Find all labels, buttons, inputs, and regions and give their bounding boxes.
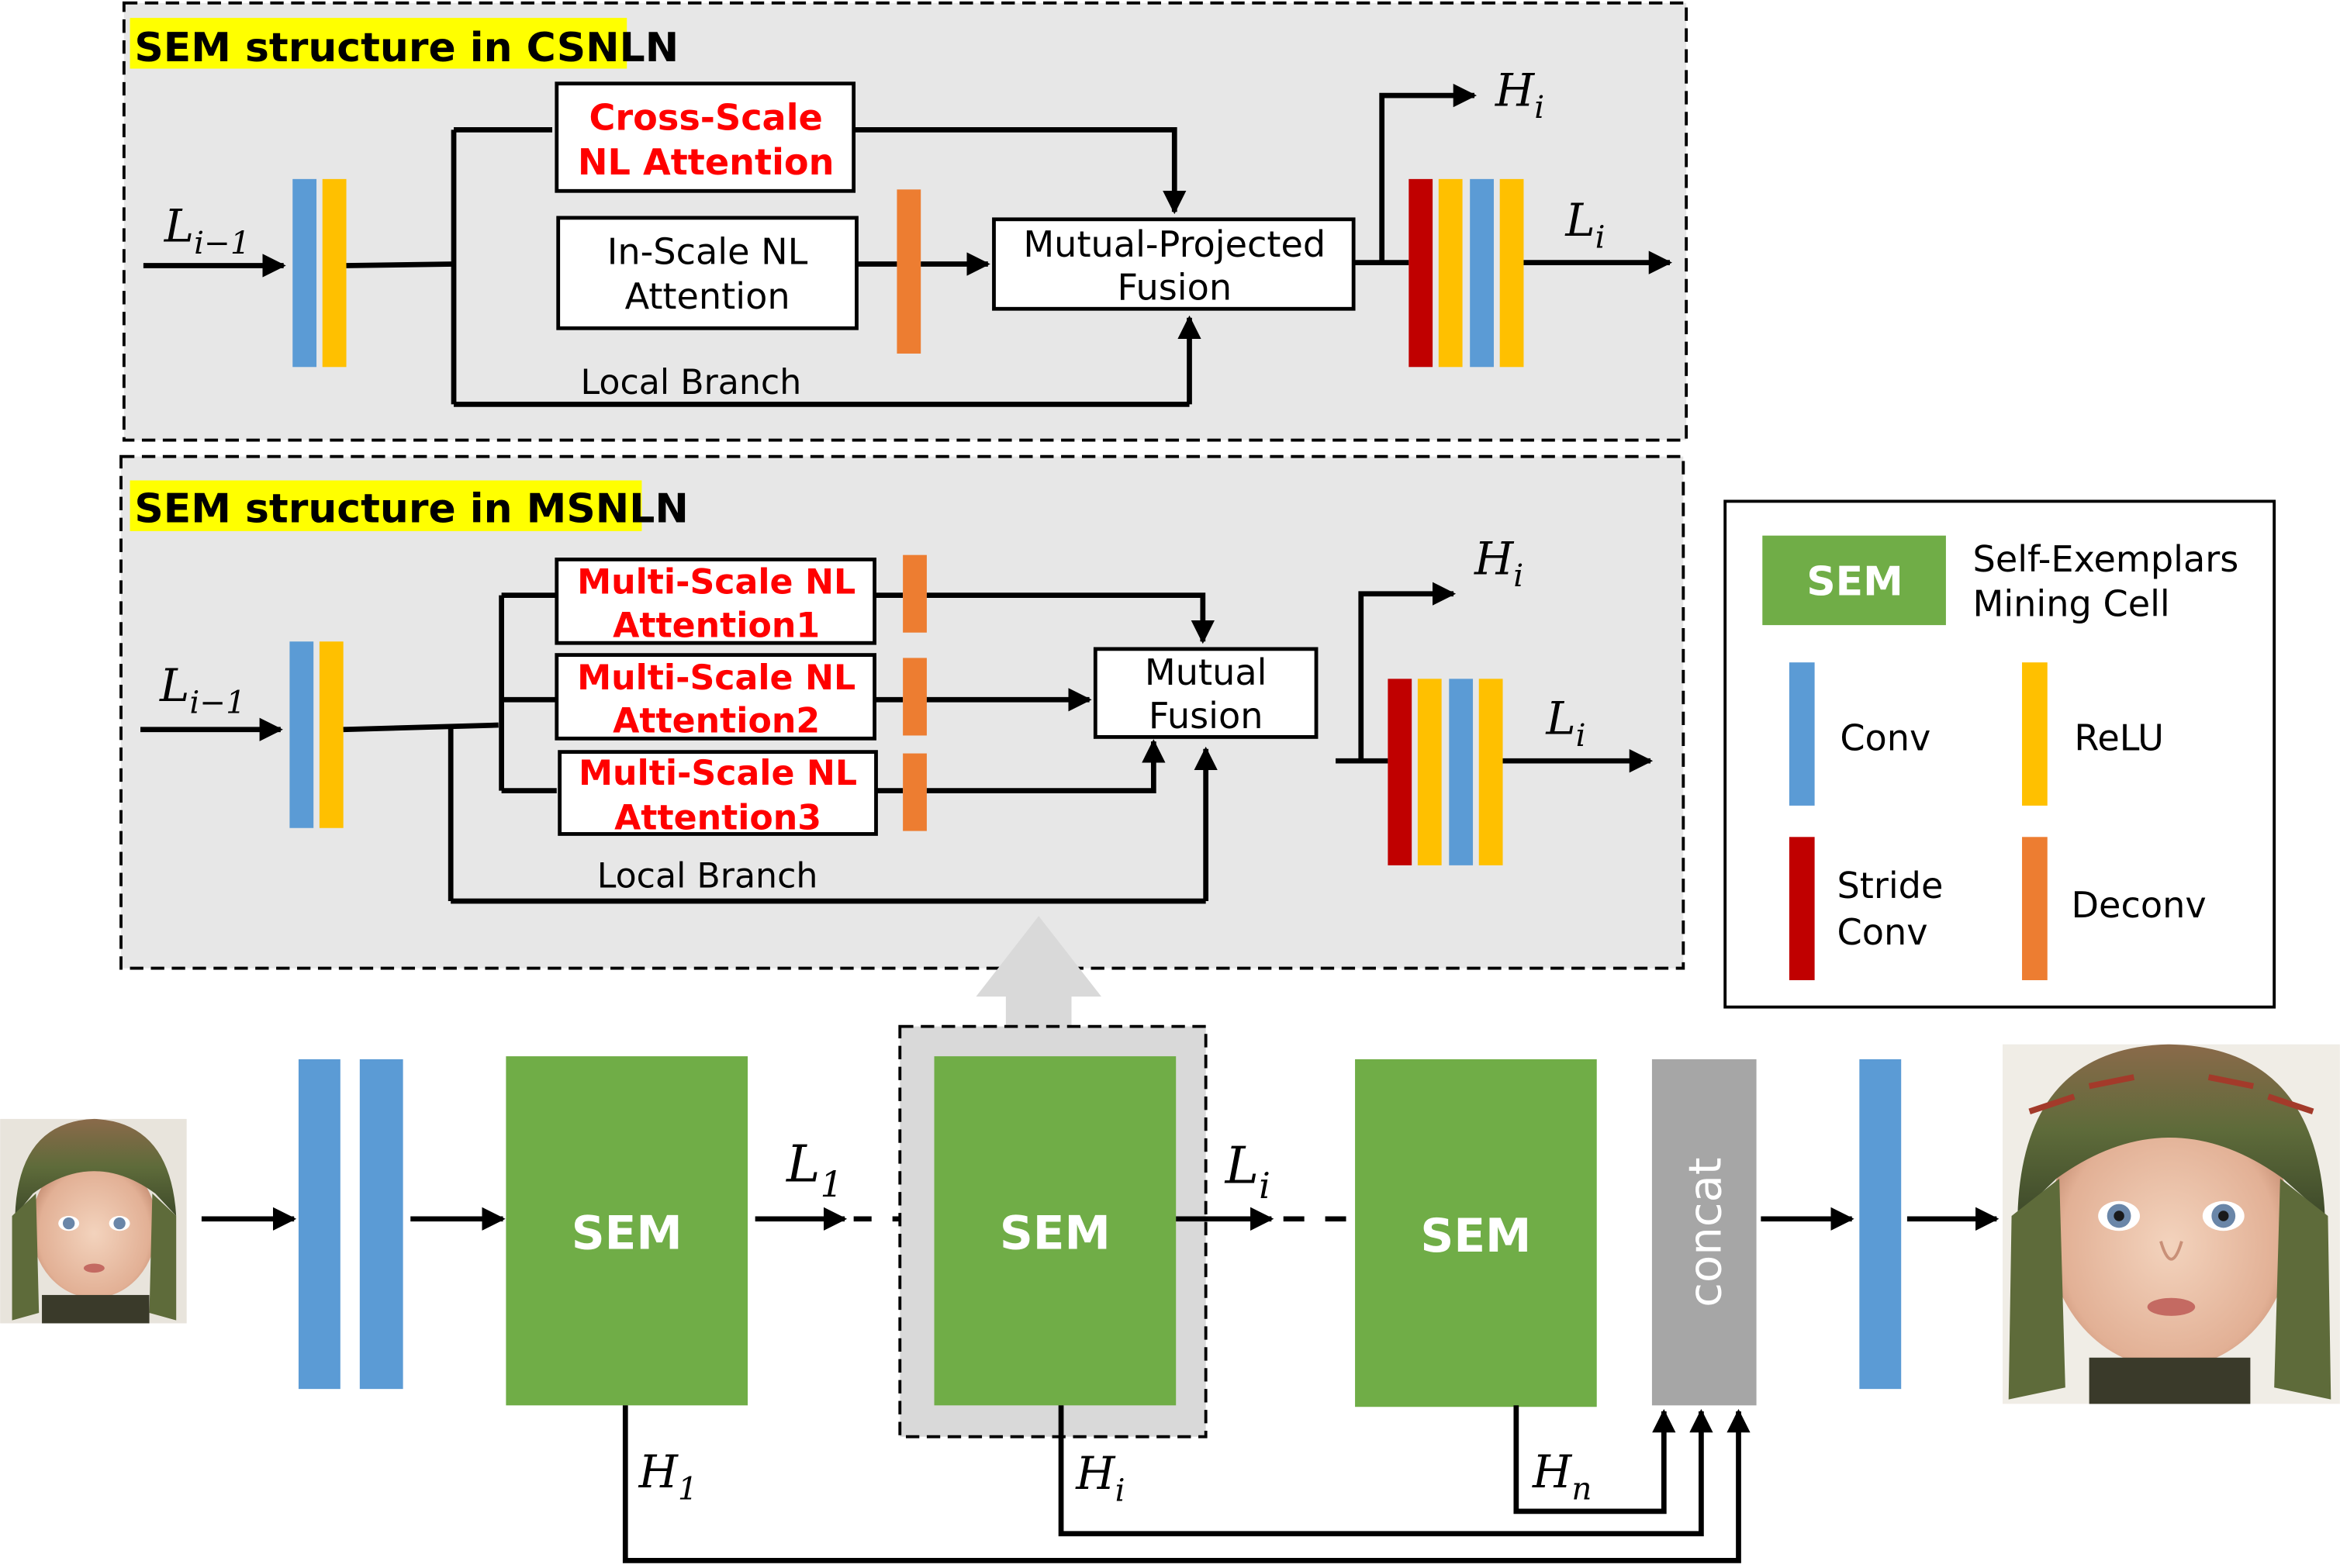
- msnln-conv-block: [289, 641, 314, 828]
- sem-block-3: [1355, 1059, 1597, 1407]
- legend-stride-conv-line1: Stride: [1837, 865, 1943, 907]
- tail-conv-block: [1859, 1059, 1902, 1390]
- msnln-relu-block-2: [1417, 679, 1442, 865]
- msnln-attention1-box: [555, 558, 876, 645]
- csnln-cross-scale-line2: NL Attention: [578, 141, 835, 183]
- msnln-attention3-box: [558, 750, 878, 836]
- output-image: [2003, 1044, 2340, 1404]
- pipeline-li-label: Li: [1225, 1137, 1270, 1207]
- legend-deconv-label: Deconv: [2072, 884, 2207, 926]
- csnln-title-highlight: [130, 18, 627, 69]
- csnln-relu-block-2: [1438, 178, 1463, 368]
- pipeline-hn-label: Hn: [1532, 1445, 1592, 1507]
- head-conv-block-1: [298, 1059, 340, 1390]
- msnln-attention2-box: [555, 653, 876, 741]
- legend-conv-label: Conv: [1840, 717, 1930, 759]
- sem-block-1-label: SEM: [572, 1207, 683, 1260]
- msnln-deconv-block-1: [903, 554, 927, 633]
- legend-sem-desc-line2: Mining Cell: [1973, 583, 2170, 625]
- csnln-conv-block-2: [1470, 178, 1494, 368]
- legend-stride-conv-swatch: [1789, 837, 1815, 980]
- legend-sem-desc-line1: Self-Exemplars: [1973, 538, 2239, 580]
- hn-to-concat-arrow: [1513, 1405, 1676, 1514]
- csnln-l-out-label: Li: [1564, 194, 1605, 255]
- csnln-fusion-line1: Mutual-Projected: [1023, 223, 1326, 265]
- sem-block-2-label: SEM: [1000, 1207, 1111, 1260]
- legend-sem-label: SEM: [1806, 559, 1903, 606]
- msnln-input-label: Li−1: [159, 659, 246, 720]
- msnln-attention1-line1: Multi-Scale NL: [577, 563, 855, 603]
- csnln-in-scale-line2: Attention: [625, 275, 790, 317]
- msnln-conv-block-2: [1449, 679, 1474, 865]
- csnln-split-line: [346, 261, 455, 268]
- msnln-fusion-line2: Fusion: [1149, 695, 1263, 737]
- highlight-arrowhead: [976, 916, 1102, 997]
- msnln-attention1-line2: Attention1: [613, 606, 820, 645]
- concat-label: concat: [1678, 1157, 1731, 1307]
- msnln-h-out-arrow: [1358, 582, 1457, 762]
- pipeline: SEM L1 SEM Li SEM concat H1 Hi Hn: [0, 916, 2340, 1563]
- csnln-stride-conv-block: [1408, 178, 1433, 368]
- msnln-attention2-line1: Multi-Scale NL: [577, 658, 855, 698]
- sem-block-3-label: SEM: [1420, 1210, 1531, 1263]
- csnln-input-label: Li−1: [164, 200, 251, 261]
- hi-to-concat-arrow: [1058, 1405, 1713, 1537]
- csnln-cross-to-fusion-arrow: [853, 127, 1187, 215]
- sem-block-1: [506, 1056, 748, 1406]
- msnln-deconv-block-2: [903, 658, 927, 736]
- csnln-fusion-line2: Fusion: [1117, 267, 1232, 309]
- legend: SEM Self-Exemplars Mining Cell Conv ReLU…: [1723, 499, 2276, 1009]
- csnln-fusion-box: [992, 217, 1356, 311]
- msnln-attention2-line2: Attention2: [613, 702, 820, 741]
- msnln-att3-to-fusion-arrow: [926, 739, 1166, 794]
- csnln-panel: SEM structure in CSNLN Li−1 Cross-Scale …: [122, 1, 1688, 442]
- csnln-in-scale-line1: In-Scale NL: [607, 231, 808, 273]
- concat-block: [1651, 1059, 1757, 1406]
- msnln-fusion-line1: Mutual: [1145, 651, 1267, 693]
- legend-relu-label: ReLU: [2074, 717, 2164, 759]
- legend-sem-swatch: [1762, 535, 1946, 626]
- msnln-h-out-label: Hi: [1474, 533, 1523, 594]
- msnln-relu-block-3: [1478, 679, 1503, 865]
- msnln-local-branch-label: Local Branch: [597, 857, 818, 896]
- head-conv-block-2: [359, 1059, 403, 1390]
- msnln-panel: SEM structure in MSNLN Li−1 Multi-Scale …: [119, 454, 1685, 970]
- legend-stride-conv-line2: Conv: [1837, 911, 1927, 953]
- msnln-attention3-line2: Attention3: [614, 799, 821, 838]
- msnln-title: SEM structure in MSNLN: [134, 485, 688, 532]
- pipeline-l1-label: L1: [786, 1135, 843, 1205]
- msnln-l-out-label: Li: [1545, 692, 1585, 754]
- msnln-attention3-line1: Multi-Scale NL: [579, 754, 857, 793]
- csnln-local-branch-label: Local Branch: [581, 363, 802, 402]
- csnln-in-scale-box: [556, 216, 859, 330]
- h1-to-concat-arrow: [622, 1405, 1751, 1563]
- msnln-title-highlight: [130, 480, 642, 531]
- msnln-relu-block: [319, 641, 344, 828]
- csnln-h-out-arrow: [1379, 83, 1478, 263]
- msnln-fusion-box: [1093, 647, 1319, 739]
- legend-relu-swatch: [2022, 662, 2048, 806]
- csnln-title: SEM structure in CSNLN: [134, 25, 679, 71]
- legend-deconv-swatch: [2022, 837, 2048, 980]
- msnln-stride-conv-block: [1388, 679, 1412, 865]
- legend-conv-swatch: [1789, 662, 1815, 806]
- csnln-h-out-label: Hi: [1495, 64, 1544, 126]
- csnln-cross-scale-line1: Cross-Scale: [589, 96, 823, 138]
- input-image: [0, 1118, 187, 1324]
- csnln-deconv-block: [897, 189, 921, 354]
- msnln-att1-to-fusion-arrow: [926, 592, 1215, 644]
- csnln-relu-block: [322, 178, 347, 368]
- sem-block-2: [934, 1056, 1177, 1406]
- pipeline-h1-label: H1: [638, 1445, 698, 1507]
- csnln-conv-block: [292, 178, 317, 368]
- msnln-deconv-block-3: [903, 753, 927, 831]
- csnln-cross-scale-box: [555, 81, 856, 193]
- csnln-relu-block-3: [1499, 178, 1524, 368]
- pipeline-hi-label: Hi: [1075, 1447, 1125, 1508]
